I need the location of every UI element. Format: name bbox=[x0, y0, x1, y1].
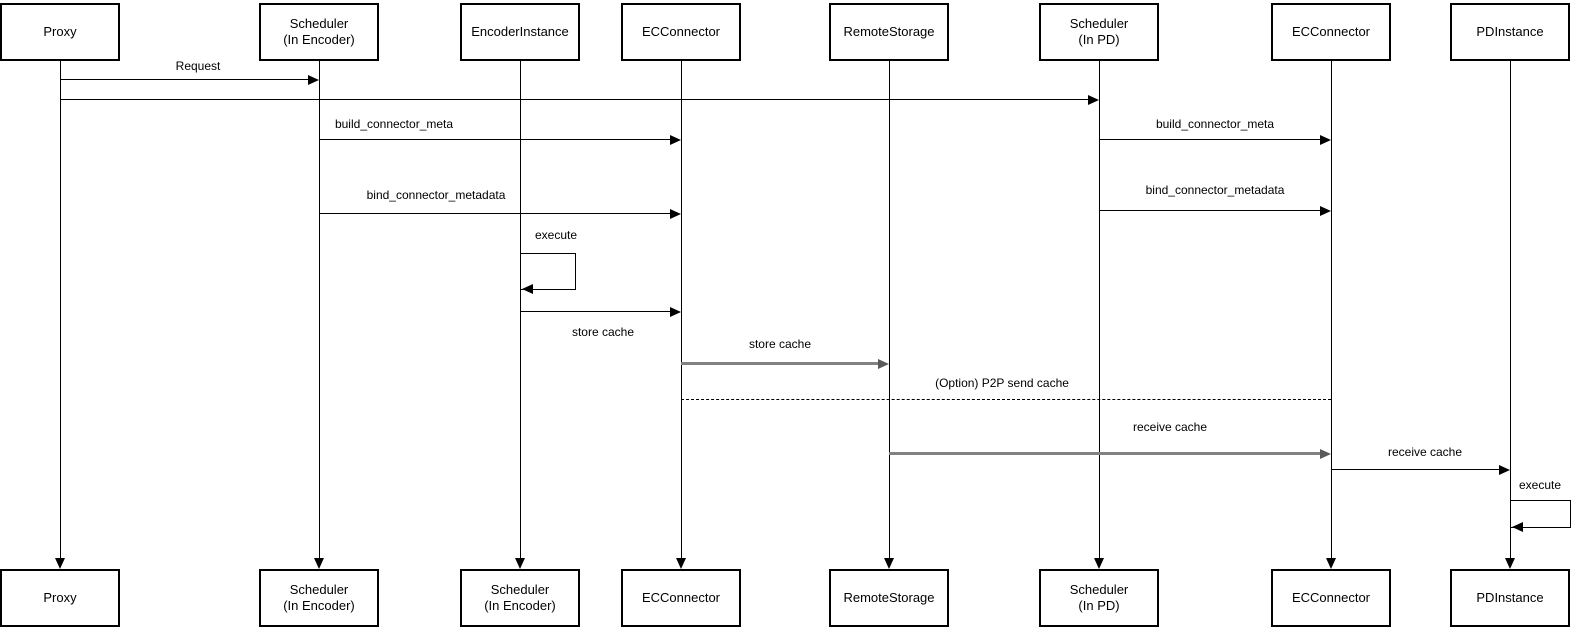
lifeline-ec-connector-pd bbox=[1331, 61, 1332, 561]
participant-label: Scheduler bbox=[1069, 582, 1129, 597]
message-line-receive-cache-to-instance bbox=[1331, 469, 1501, 470]
lifeline-arrowhead-down-icon bbox=[676, 558, 686, 569]
message-line-store-cache-to-storage bbox=[681, 362, 881, 365]
lifeline-arrowhead-down-icon bbox=[1326, 558, 1336, 569]
lifeline-ec-connector-encoder bbox=[681, 61, 682, 561]
participant-top-box-ec-connector-pd: ECConnector bbox=[1271, 3, 1391, 61]
message-line-receive-cache-from-storage bbox=[889, 452, 1323, 455]
message-label-receive-cache-from-storage: receive cache bbox=[1130, 420, 1210, 434]
participant-bottom-box-scheduler-in-encoder: Scheduler (In Encoder) bbox=[259, 569, 379, 627]
participant-bottom-box-ec-connector-pd: ECConnector bbox=[1271, 569, 1391, 627]
participant-top-box-proxy: Proxy bbox=[0, 3, 120, 61]
lifeline-arrowhead-down-icon bbox=[1094, 558, 1104, 569]
message-line-build-connector-meta-pd bbox=[1099, 139, 1323, 140]
message-line-p2p-send-cache bbox=[681, 399, 1331, 400]
message-line-forward-to-pd bbox=[60, 99, 1091, 100]
participant-bottom-box-proxy: Proxy bbox=[0, 569, 120, 627]
participant-label: Scheduler bbox=[289, 16, 349, 31]
message-line-request bbox=[60, 79, 311, 80]
participant-label: Proxy bbox=[43, 590, 77, 605]
participant-top-box-remote-storage: RemoteStorage bbox=[829, 3, 949, 61]
participant-label: ECConnector bbox=[641, 590, 721, 605]
message-arrowhead-right-icon bbox=[1088, 95, 1099, 105]
lifeline-arrowhead-down-icon bbox=[1505, 558, 1515, 569]
participant-label: Scheduler bbox=[1069, 16, 1129, 31]
participant-label: RemoteStorage bbox=[843, 590, 935, 605]
lifeline-pd-instance bbox=[1510, 61, 1511, 561]
message-arrowhead-right-icon bbox=[1320, 206, 1331, 216]
lifeline-arrowhead-down-icon bbox=[314, 558, 324, 569]
message-line-bind-connector-metadata-pd bbox=[1099, 210, 1323, 211]
participant-label: (In PD) bbox=[1078, 32, 1120, 47]
participant-label: (In Encoder) bbox=[283, 598, 355, 613]
message-arrowhead-left-icon bbox=[522, 284, 533, 294]
message-label-build-connector-meta-encoder: build_connector_meta bbox=[332, 117, 456, 131]
message-label-p2p-send-cache: (Option) P2P send cache bbox=[933, 376, 1071, 390]
participant-label: (In PD) bbox=[1078, 598, 1120, 613]
participant-bottom-box-ec-connector-encoder: ECConnector bbox=[621, 569, 741, 627]
participant-label: PDInstance bbox=[1476, 24, 1544, 39]
participant-bottom-box-scheduler-in-pd: Scheduler (In PD) bbox=[1039, 569, 1159, 627]
participant-label: Proxy bbox=[43, 24, 77, 39]
message-arrowhead-right-icon bbox=[670, 209, 681, 219]
message-label-execute-encoder: execute bbox=[532, 228, 580, 242]
participant-label: PDInstance bbox=[1476, 590, 1544, 605]
message-label-receive-cache-to-instance: receive cache bbox=[1385, 445, 1465, 459]
message-self-loop-execute-pd bbox=[1511, 500, 1571, 528]
message-line-store-cache-to-connector bbox=[520, 311, 673, 312]
participant-label: RemoteStorage bbox=[843, 24, 935, 39]
participant-top-box-scheduler-in-encoder: Scheduler (In Encoder) bbox=[259, 3, 379, 61]
participant-top-box-encoder-instance: EncoderInstance bbox=[460, 3, 580, 61]
lifeline-proxy bbox=[60, 61, 61, 561]
participant-top-box-ec-connector-encoder: ECConnector bbox=[621, 3, 741, 61]
participant-label: (In Encoder) bbox=[283, 32, 355, 47]
message-arrowhead-right-icon bbox=[1320, 449, 1331, 459]
participant-label: EncoderInstance bbox=[471, 24, 569, 39]
participant-label: ECConnector bbox=[641, 24, 721, 39]
message-label-build-connector-meta-pd: build_connector_meta bbox=[1153, 117, 1277, 131]
message-arrowhead-right-icon bbox=[670, 135, 681, 145]
message-self-loop-execute-encoder bbox=[521, 253, 576, 290]
lifeline-arrowhead-down-icon bbox=[884, 558, 894, 569]
participant-label: Scheduler bbox=[289, 582, 349, 597]
message-label-request: Request bbox=[173, 59, 223, 73]
message-arrowhead-right-icon bbox=[1320, 135, 1331, 145]
message-line-bind-connector-metadata-encoder bbox=[319, 213, 673, 214]
message-label-store-cache-to-storage: store cache bbox=[746, 337, 814, 351]
lifeline-arrowhead-down-icon bbox=[515, 558, 525, 569]
message-arrowhead-right-icon bbox=[878, 359, 889, 369]
message-line-build-connector-meta-encoder bbox=[319, 139, 673, 140]
message-arrowhead-right-icon bbox=[670, 307, 681, 317]
participant-bottom-box-encoder-instance: Scheduler (In Encoder) bbox=[460, 569, 580, 627]
participant-bottom-box-pd-instance: PDInstance bbox=[1450, 569, 1570, 627]
message-arrowhead-right-icon bbox=[1499, 465, 1510, 475]
message-arrowhead-right-icon bbox=[308, 75, 319, 85]
participant-bottom-box-remote-storage: RemoteStorage bbox=[829, 569, 949, 627]
participant-label: Scheduler bbox=[490, 582, 550, 597]
participant-top-box-scheduler-in-pd: Scheduler (In PD) bbox=[1039, 3, 1159, 61]
lifeline-remote-storage bbox=[889, 61, 890, 561]
lifeline-arrowhead-down-icon bbox=[55, 558, 65, 569]
message-label-execute-pd: execute bbox=[1516, 478, 1564, 492]
message-label-store-cache-to-connector: store cache bbox=[569, 325, 637, 339]
participant-label: ECConnector bbox=[1291, 24, 1371, 39]
participant-label: ECConnector bbox=[1291, 590, 1371, 605]
message-label-bind-connector-metadata-pd: bind_connector_metadata bbox=[1143, 183, 1287, 197]
participant-top-box-pd-instance: PDInstance bbox=[1450, 3, 1570, 61]
lifeline-scheduler-in-encoder bbox=[319, 61, 320, 561]
message-arrowhead-left-icon bbox=[1512, 522, 1523, 532]
message-label-bind-connector-metadata-encoder: bind_connector_metadata bbox=[364, 188, 508, 202]
participant-label: (In Encoder) bbox=[484, 598, 556, 613]
lifeline-scheduler-in-pd bbox=[1099, 61, 1100, 561]
